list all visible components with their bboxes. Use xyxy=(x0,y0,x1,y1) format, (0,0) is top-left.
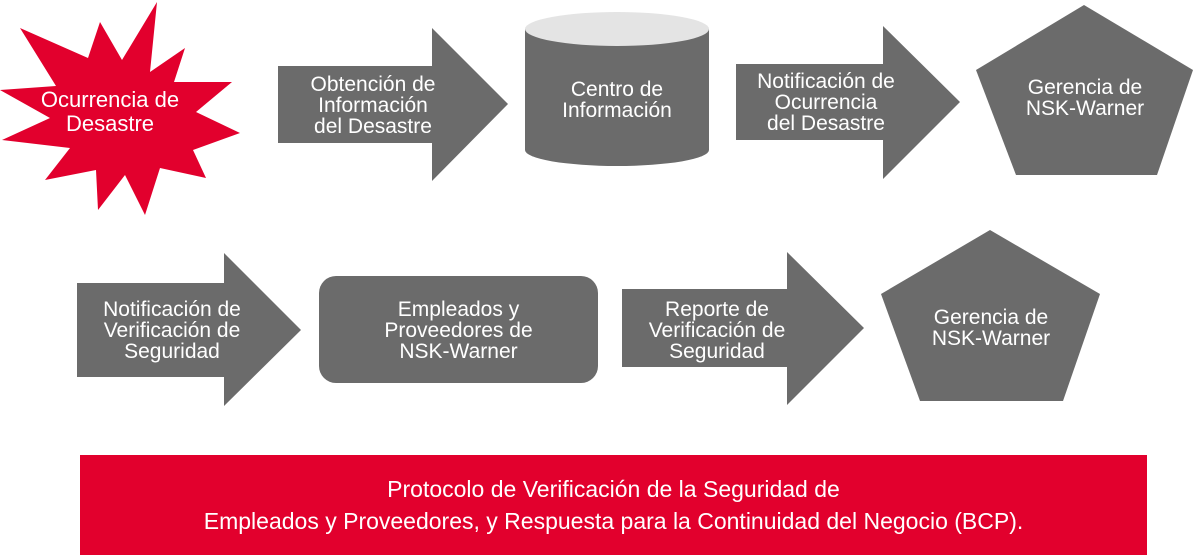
node-label-line: Información xyxy=(318,93,428,117)
node-label-line: del Desastre xyxy=(767,111,885,135)
arrow-shape-notificacion-verificacion xyxy=(77,253,301,406)
arrow-shape-notificacion-ocurrencia xyxy=(736,26,960,179)
node-label-line: Gerencia de xyxy=(1027,76,1143,99)
node-label-line: Seguridad xyxy=(124,339,220,363)
node-label-line: NSK-Warner xyxy=(1025,97,1145,120)
node-gerencia-1: Gerencia de NSK-Warner xyxy=(990,68,1180,128)
pentagon-shape-2 xyxy=(881,230,1100,401)
node-label-line: NSK-Warner xyxy=(399,339,518,363)
node-reporte-verificacion: Reporte de Verificación de Seguridad xyxy=(622,292,812,368)
node-label-line: Proveedores de xyxy=(384,318,533,342)
node-label-line: Ocurrencia xyxy=(774,90,878,114)
banner-line: Empleados y Proveedores, y Respuesta par… xyxy=(203,508,1024,534)
arrow-shape-obtencion xyxy=(278,28,508,181)
rounded-rect-shape xyxy=(319,276,598,383)
node-centro-informacion: Centro de Información xyxy=(525,70,709,130)
node-notificacion-verificacion: Notificación de Verificación de Segurida… xyxy=(77,292,267,368)
node-label-line: Ocurrencia de xyxy=(40,87,180,112)
node-obtencion-informacion: Obtención de Información del Desastre xyxy=(278,66,468,144)
bcp-protocol-banner: Protocolo de Verificación de la Segurida… xyxy=(80,455,1147,555)
starburst-shape xyxy=(0,2,240,215)
node-label-line: Verificación de xyxy=(648,318,786,342)
node-label-line: Gerencia de xyxy=(933,306,1049,329)
node-label-line: Seguridad xyxy=(669,339,765,363)
node-label-line: Información xyxy=(562,99,672,122)
node-label-line: Verificación de xyxy=(103,318,241,342)
node-empleados-proveedores: Empleados y Proveedores de NSK-Warner xyxy=(319,292,598,368)
node-ocurrencia-de-desastre: Ocurrencia de Desastre xyxy=(10,82,210,142)
node-label-line: NSK-Warner xyxy=(931,327,1051,350)
node-label-line: Empleados y xyxy=(397,297,520,321)
node-label-line: Centro de xyxy=(570,78,664,101)
node-gerencia-2: Gerencia de NSK-Warner xyxy=(896,298,1086,358)
banner-line: Protocolo de Verificación de la Segurida… xyxy=(387,476,840,502)
node-label-line: Reporte de xyxy=(665,297,769,321)
node-notificacion-ocurrencia: Notificación de Ocurrencia del Desastre xyxy=(736,64,916,140)
node-label-line: del Desastre xyxy=(314,114,432,138)
pentagon-shape-1 xyxy=(976,5,1193,175)
node-label-line: Desastre xyxy=(65,111,155,136)
arrow-shape-reporte xyxy=(622,252,864,405)
cylinder-shape xyxy=(525,12,709,166)
node-label-line: Notificación de xyxy=(103,297,241,321)
node-label-line: Obtención de xyxy=(310,72,436,96)
node-label-line: Notificación de xyxy=(757,69,895,93)
